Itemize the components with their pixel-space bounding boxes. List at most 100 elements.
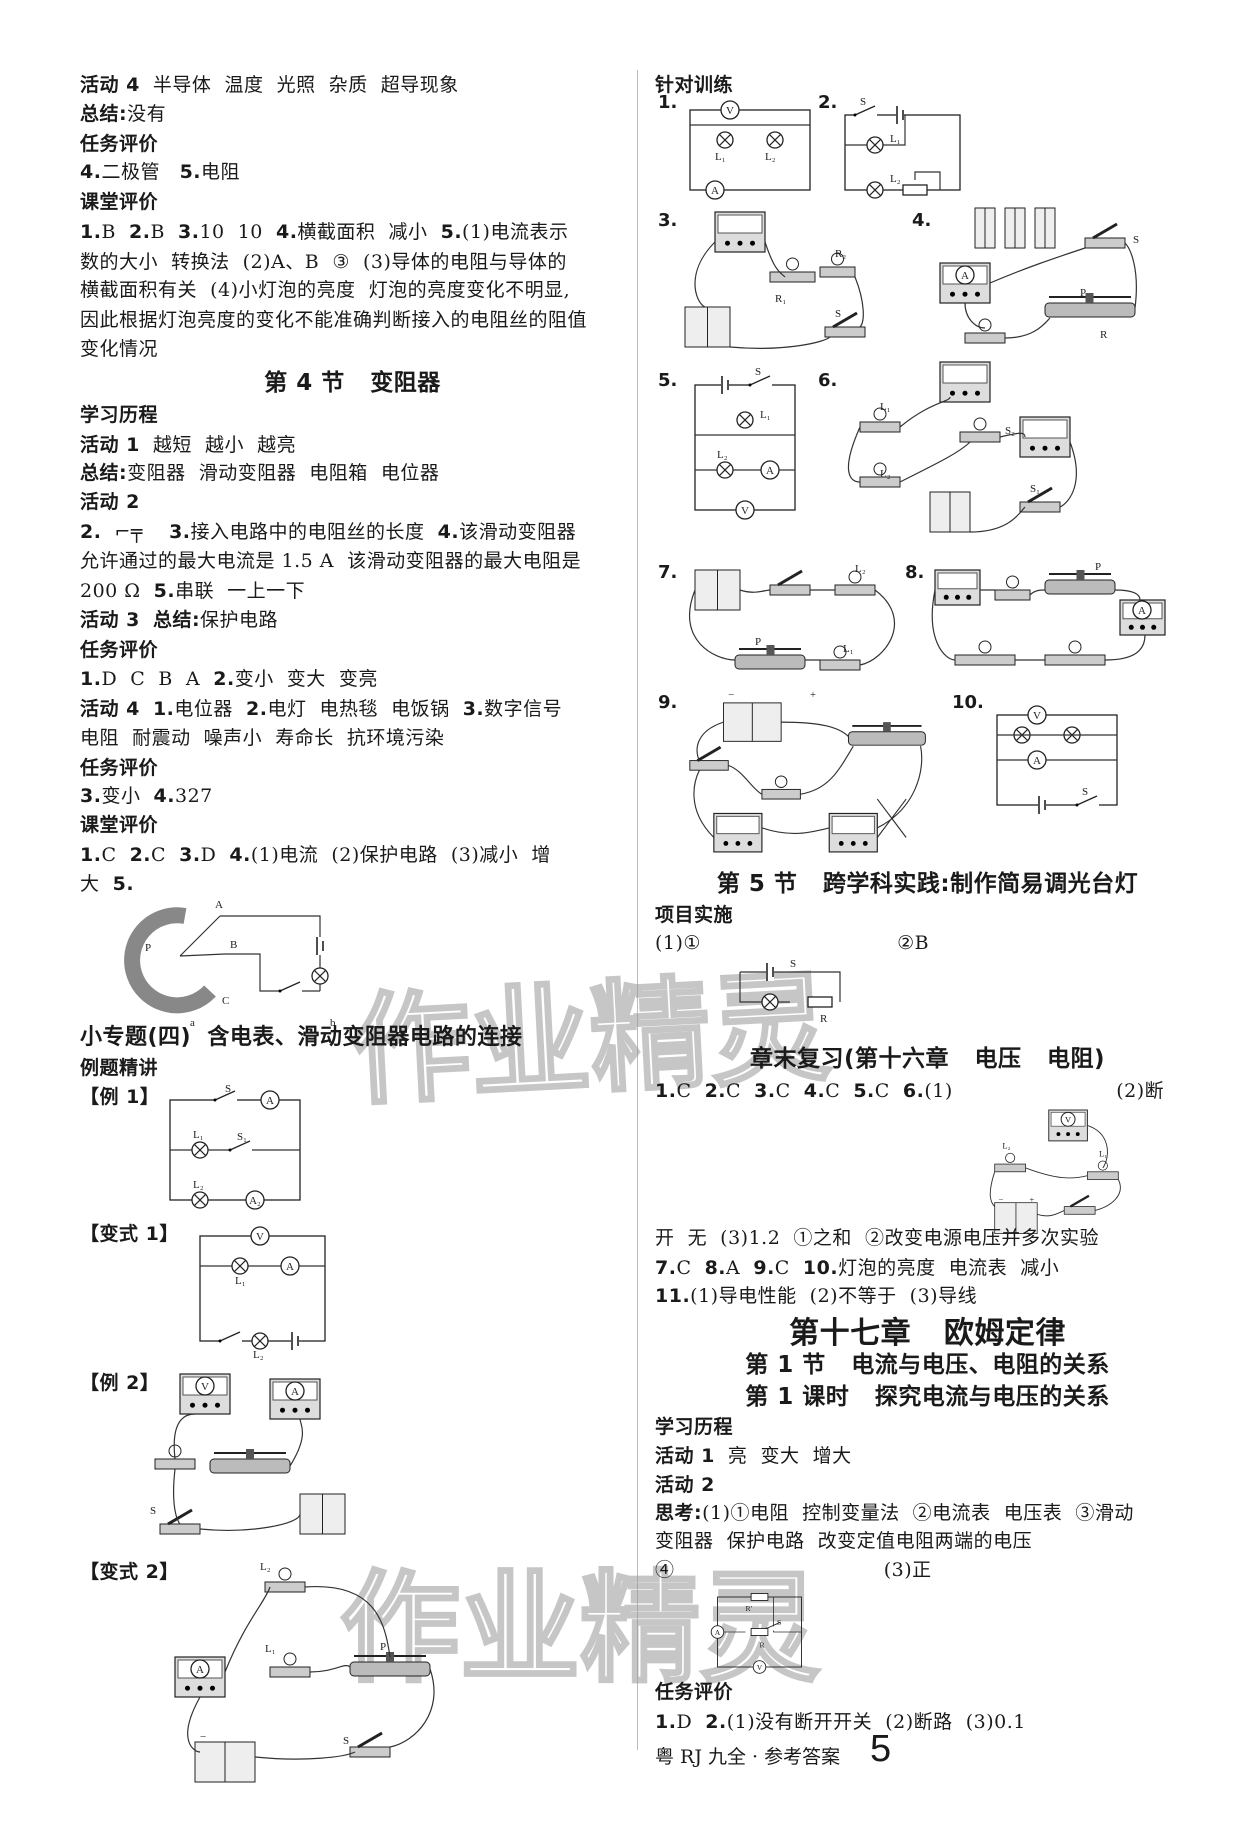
question-number: 3. (658, 210, 678, 231)
component-label: P (145, 942, 151, 954)
text: 第 4 节 变阻器 (264, 370, 441, 396)
component-label: S (150, 1505, 156, 1517)
label-bold: 【例 1】 (80, 1086, 160, 1108)
question-number: 2. (818, 92, 838, 113)
text: A (726, 1257, 754, 1279)
text-line: 1.B 2.B 3.10 10 4.横截面积 减小 5.(1)电流表示 (80, 217, 568, 247)
label-bold: 2. (80, 521, 102, 543)
text: 第十七章 欧姆定律 (789, 1316, 1066, 1351)
text: 因此根据灯泡亮度的变化不能准确判断接入的电阻丝的阻值 (80, 309, 588, 331)
label-bold: 9. (753, 1257, 775, 1279)
text: D (200, 844, 230, 866)
label-bold: 活动 1 (80, 434, 140, 456)
label-bold: 6. (902, 1080, 925, 1102)
component-label: L₂ (1002, 1141, 1010, 1151)
text-line: 活动 2 (80, 487, 140, 517)
label-bold: 7. (655, 1257, 677, 1279)
component-label: A (215, 899, 223, 911)
component-label: L₂ (193, 1179, 204, 1191)
label-bold: 课堂评价 (80, 191, 159, 213)
component-label: L₁ (265, 1643, 276, 1655)
label-bold: 任务评价 (80, 757, 159, 779)
text: 327 (175, 785, 213, 807)
label-bold: 5. (440, 221, 463, 243)
label-bold: 11. (655, 1285, 691, 1307)
text: 变小 变大 变亮 (234, 668, 378, 690)
text: (1)电流表示 (462, 221, 569, 243)
label-bold: 3. (169, 521, 191, 543)
component-label: S (225, 1083, 231, 1095)
component-label: R₂ (835, 248, 846, 260)
page-number: 5 (870, 1728, 892, 1770)
section-title: 第 4 节 变阻器 (80, 368, 625, 398)
text-line: 总结:没有 (80, 99, 166, 129)
component-label: B (230, 939, 237, 951)
question-number: 9. (658, 692, 678, 713)
text-line: 任务评价 (80, 635, 158, 665)
text: 允许通过的最大电流是 1.5 A 该滑动变阻器的最大电阻是 (80, 550, 582, 572)
meter-label: A (961, 270, 969, 282)
text: C (101, 844, 130, 866)
label-bold: 【变式 2】 (80, 1561, 179, 1583)
component-label: L₁ (843, 643, 854, 655)
label-bold: 5. (112, 873, 135, 895)
text-line: 针对训练 (655, 70, 733, 100)
meter-label: V (726, 105, 734, 117)
column-divider (637, 70, 638, 1750)
section-title: 章末复习(第十六章 电压 电阻) (655, 1044, 1200, 1074)
text: (1)导电性能 (2)不等于 (3)导线 (690, 1285, 978, 1307)
label-bold: 5. (153, 580, 176, 602)
text: C (726, 1080, 755, 1102)
text: C (825, 1080, 854, 1102)
text: C (151, 844, 180, 866)
component-label: S₂ (1005, 425, 1015, 437)
component-label: − (200, 1731, 206, 1743)
text: B (101, 221, 129, 243)
label-bold: 2. (213, 668, 235, 690)
text: 越短 越小 越亮 (139, 434, 297, 456)
text-line: 任务评价 (80, 753, 158, 783)
text: 半导体 温度 光照 杂质 超导现象 (139, 74, 459, 96)
meter-label: A (291, 1386, 299, 1398)
text: 没有 (127, 103, 167, 125)
label-bold: 3. (462, 698, 485, 720)
text: 大 (80, 873, 113, 895)
text: 200 Ω (80, 580, 154, 602)
component-label: R′ (746, 1604, 753, 1613)
text-line: 1.D 2.(1)没有断开开关 (2)断路 (3)0.1 (655, 1707, 1026, 1737)
component-label: R (1100, 329, 1108, 341)
circuit-diagram-d9: −+ (685, 690, 935, 860)
label-bold: 5. (853, 1080, 875, 1102)
component-label: L₁ (193, 1129, 204, 1141)
question-number: 6. (818, 370, 838, 391)
label-bold: 4. (803, 1080, 826, 1102)
text: 保护电路 (200, 609, 279, 631)
label-bold: 活动 4 (80, 74, 140, 96)
label-bold: 3. (178, 221, 200, 243)
text: 灯泡的亮度 电流表 减小 (838, 1257, 1060, 1279)
text: C (676, 1257, 705, 1279)
text: 开 无 (3)1.2 ①之和 ②改变电源电压并多次实验 (655, 1227, 1099, 1249)
component-label: P (1080, 287, 1086, 299)
text: 10 10 (199, 221, 276, 243)
text-line: 允许通过的最大电流是 1.5 A 该滑动变阻器的最大电阻是 (80, 546, 581, 576)
component-label: − (728, 690, 734, 701)
text (140, 609, 153, 631)
label-bold: 1. (80, 844, 102, 866)
label-bold: 2. (129, 844, 152, 866)
section-title: 第 1 课时 探究电流与电压的关系 (655, 1382, 1200, 1412)
label-bold: 任务评价 (80, 133, 159, 155)
meter-label: A (1033, 755, 1041, 767)
component-label: S (755, 366, 761, 378)
text-line: 项目实施 (655, 900, 733, 930)
component-label: L₂ (253, 1349, 264, 1361)
text: 接入电路中的电阻丝的长度 (190, 521, 438, 543)
component-label: S (790, 958, 796, 970)
text: 小专题(四) 含电表、滑动变阻器电路的连接 (80, 1025, 523, 1050)
component-label: b (330, 1017, 336, 1029)
question-number: 5. (658, 370, 678, 391)
label-bold: 1. (655, 1711, 677, 1733)
